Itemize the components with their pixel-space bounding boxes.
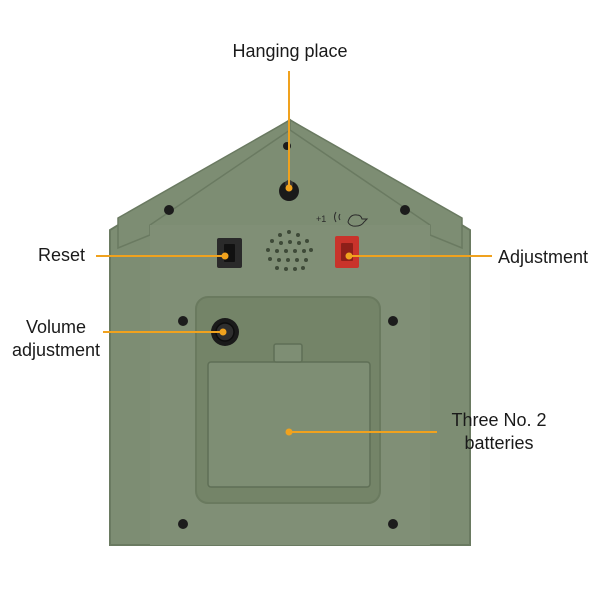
battery-cover[interactable] xyxy=(207,361,371,488)
bird-sound-icon xyxy=(334,211,369,227)
speaker-grille xyxy=(266,230,313,271)
battery-cover-tab[interactable] xyxy=(273,343,303,363)
plus-one-text: +1 xyxy=(316,214,326,224)
pointer-lines xyxy=(96,71,492,433)
label-hanging-place: Hanging place xyxy=(232,41,348,61)
label-reset: Reset xyxy=(38,245,86,265)
pointer-dots xyxy=(219,184,353,436)
label-batteries: Three No. 2 batteries xyxy=(451,410,547,453)
label-volume-adjustment: Volume adjustment xyxy=(11,317,101,360)
label-adjustment: Adjustment xyxy=(498,247,589,267)
